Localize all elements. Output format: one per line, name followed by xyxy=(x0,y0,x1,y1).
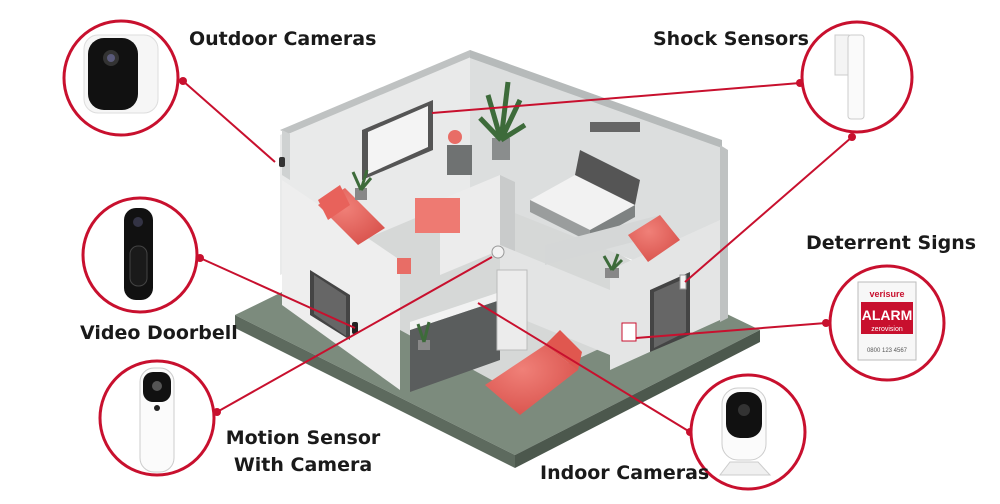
connector-dots xyxy=(179,77,856,436)
window xyxy=(362,100,433,180)
shock-sensor-icon xyxy=(834,34,865,120)
label-outdoor-cameras: Outdoor Cameras xyxy=(189,28,377,50)
outdoor-camera-marker xyxy=(279,157,285,167)
stool xyxy=(397,258,411,274)
indoor-camera-icon xyxy=(718,387,772,476)
nightstand xyxy=(447,145,472,175)
motion-sensor-camera-icon xyxy=(139,367,175,473)
sign-alarm: ALARM xyxy=(862,307,913,323)
deterrent-sign-circle: verisure ALARM zerovision 0800 123 4567 xyxy=(828,264,946,382)
label-motion-sensor: Motion Sensor With Camera xyxy=(218,425,388,479)
motion-sensor-circle xyxy=(98,359,216,477)
kitchen xyxy=(410,269,528,392)
indoor-camera-circle xyxy=(689,373,807,491)
motion-sensor-marker xyxy=(491,245,505,259)
label-motion-sensor-line2: With Camera xyxy=(233,454,373,476)
armchair-left xyxy=(318,185,385,245)
sign-brand: verisure xyxy=(869,289,904,299)
sign-footer: 0800 123 4567 xyxy=(867,348,908,354)
outdoor-camera-circle xyxy=(62,19,180,137)
label-shock-sensors: Shock Sensors xyxy=(653,28,809,50)
deterrent-sign-icon: verisure ALARM zerovision 0800 123 4567 xyxy=(857,281,917,361)
tall-plant xyxy=(478,81,527,160)
front-right-wall xyxy=(610,145,728,370)
label-motion-sensor-line1: Motion Sensor xyxy=(225,427,381,449)
side-table xyxy=(415,198,460,233)
label-deterrent-signs: Deterrent Signs xyxy=(806,232,977,254)
video-doorbell-icon xyxy=(124,208,153,300)
armchair-right xyxy=(628,215,680,262)
label-indoor-cameras: Indoor Cameras xyxy=(540,462,710,484)
video-doorbell-circle xyxy=(81,196,199,314)
wall-shelf xyxy=(590,122,640,132)
connector-lines xyxy=(182,80,853,433)
label-video-doorbell: Video Doorbell xyxy=(80,322,238,344)
lamp xyxy=(448,130,462,144)
sign-marker xyxy=(621,322,637,342)
shock-sensor-circle xyxy=(800,20,914,134)
small-plant xyxy=(351,169,624,350)
outdoor-camera-icon xyxy=(83,34,159,114)
sign-sub: zerovision xyxy=(871,326,903,333)
